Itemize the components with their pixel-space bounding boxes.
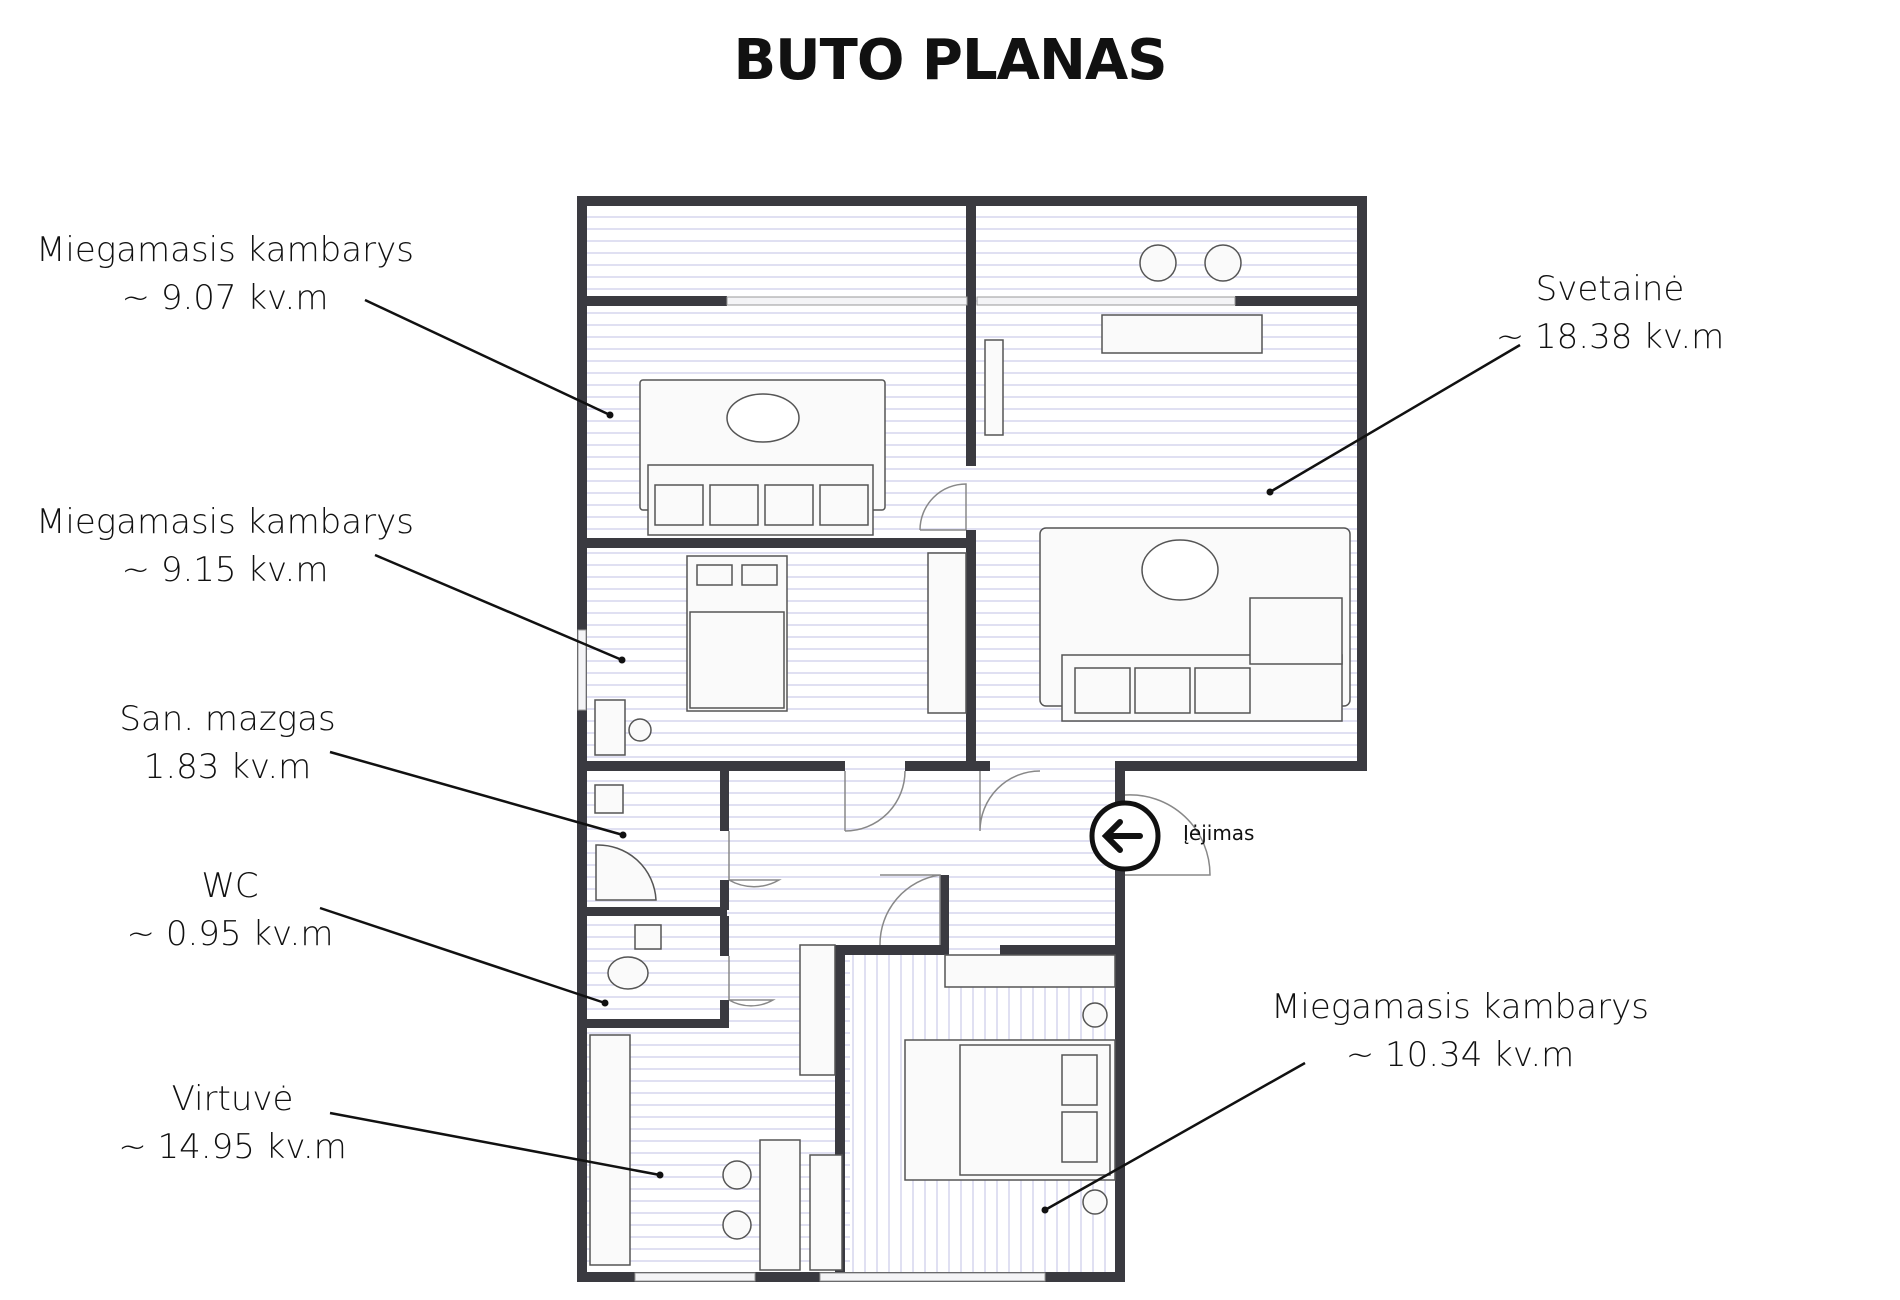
entrance-arrow-icon [1089,800,1161,872]
room-name: Svetainė [1535,269,1685,309]
room-label-bedroom-3: Miegamasis kambarys ~ 10.34 kv.m [1240,983,1680,1079]
room-name: San. mazgas [119,699,336,739]
room-label-bedroom-1: Miegamasis kambarys ~ 9.07 kv.m [10,226,440,322]
leader-lines [319,298,1521,1212]
room-name: Virtuvė [171,1079,294,1119]
room-label-living-room: Svetainė ~ 18.38 kv.m [1460,265,1760,361]
room-label-bathroom: San. mazgas 1.83 kv.m [80,695,375,791]
doors [728,483,1211,1007]
room-name: Miegamasis kambarys [36,230,414,270]
room-name: Miegamasis kambarys [1271,987,1649,1027]
room-area: ~ 9.07 kv.m [121,278,329,318]
room-label-bedroom-2: Miegamasis kambarys ~ 9.15 kv.m [10,498,440,594]
room-area: ~ 14.95 kv.m [118,1127,347,1167]
windows [577,296,1236,1282]
entrance-label: Įėjimas [1183,821,1255,845]
room-area: 1.83 kv.m [143,747,312,787]
room-area: ~ 9.15 kv.m [121,550,329,590]
room-name: Miegamasis kambarys [36,502,414,542]
room-label-wc: WC ~ 0.95 kv.m [80,862,380,958]
room-name: WC [201,866,259,906]
leader-dots [601,411,1274,1214]
room-area: ~ 18.38 kv.m [1495,317,1725,357]
page-title: BUTO PLANAS [733,28,1167,93]
room-area: ~ 0.95 kv.m [126,914,334,954]
furniture [589,244,1351,1271]
room-label-kitchen: Virtuvė ~ 14.95 kv.m [80,1075,385,1171]
room-area: ~ 10.34 kv.m [1345,1035,1575,1075]
